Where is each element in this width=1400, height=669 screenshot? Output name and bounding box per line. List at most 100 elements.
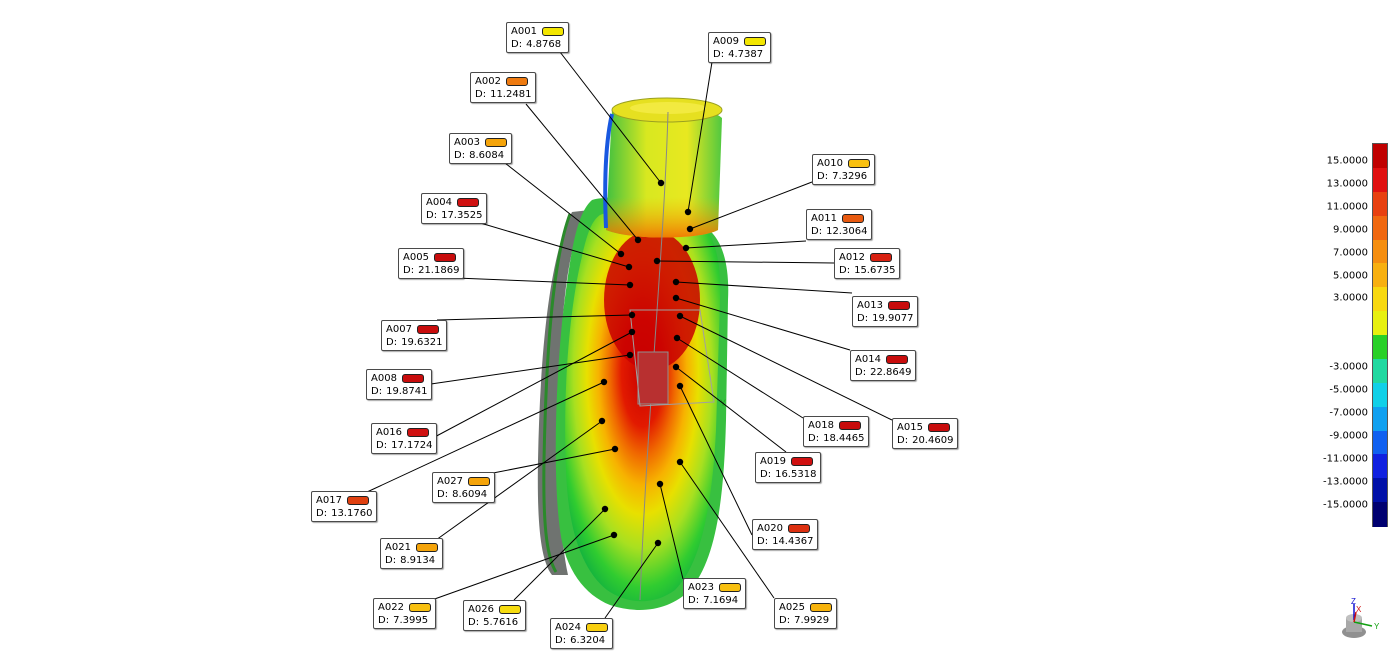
deviation-value: 4.8768 (526, 39, 562, 50)
measurement-point-a021[interactable] (598, 417, 606, 425)
callout-header: A002 (475, 75, 531, 88)
measurement-point-a019[interactable] (672, 363, 680, 371)
measurement-point-a002[interactable] (634, 236, 642, 244)
measurement-point-a005[interactable] (626, 281, 634, 289)
measurement-point-a018[interactable] (673, 334, 681, 342)
callout-deviation: D:13.1760 (316, 507, 372, 520)
measurement-point-a011[interactable] (682, 244, 690, 252)
legend-tick-label: 15.0000 (1326, 155, 1368, 167)
callout-deviation: D:19.8741 (371, 385, 427, 398)
measurement-point-a013[interactable] (672, 278, 680, 286)
deviation-prefix: D: (713, 49, 725, 60)
legend-tick-label: 3.0000 (1333, 292, 1368, 304)
callout-id: A005 (403, 252, 429, 263)
measurement-point-a017[interactable] (600, 378, 608, 386)
axis-triad[interactable]: Z Y X (1334, 598, 1384, 648)
measurement-point-a004[interactable] (625, 263, 633, 271)
callout-color-swatch (498, 605, 521, 614)
deviation-prefix: D: (779, 615, 791, 626)
measurement-point-a003[interactable] (617, 250, 625, 258)
measurement-point-a012[interactable] (653, 257, 661, 265)
legend-color-segment (1373, 406, 1387, 431)
deviation-value: 14.4367 (772, 536, 814, 547)
callout-header: A020 (757, 522, 813, 535)
leader-line-a013 (675, 281, 853, 294)
leader-line-a009 (687, 61, 713, 213)
deviation-prefix: D: (757, 536, 769, 547)
measurement-point-a015[interactable] (676, 312, 684, 320)
measurement-point-a014[interactable] (672, 294, 680, 302)
measurement-point-a024[interactable] (654, 539, 662, 547)
measurement-point-a026[interactable] (601, 505, 609, 513)
callout-id: A007 (386, 324, 412, 335)
deviation-prefix: D: (371, 386, 383, 397)
deviation-prefix: D: (511, 39, 523, 50)
measurement-point-a009[interactable] (684, 208, 692, 216)
triad-y-axis (1353, 621, 1373, 627)
triad-z-label: Z (1351, 598, 1356, 606)
measurement-point-a007[interactable] (628, 311, 636, 319)
legend-tick-label: 13.0000 (1326, 178, 1368, 190)
deviation-value: 7.9929 (794, 615, 830, 626)
measurement-point-a027[interactable] (611, 445, 619, 453)
measurement-point-a010[interactable] (686, 225, 694, 233)
callout-deviation: D:11.2481 (475, 88, 531, 101)
callout-deviation: D:20.4609 (897, 434, 953, 447)
legend-color-segment (1373, 358, 1387, 384)
legend-color-segment (1373, 454, 1387, 479)
deviation-value: 7.3296 (832, 171, 868, 182)
deviation-prefix: D: (555, 635, 567, 646)
callout-deviation: D:17.1724 (376, 439, 432, 452)
callout-color-swatch (841, 214, 864, 223)
callout-color-swatch (790, 457, 813, 466)
measurement-point-a022[interactable] (610, 531, 618, 539)
deviation-value: 22.8649 (870, 367, 912, 378)
measurement-point-a025[interactable] (676, 458, 684, 466)
legend-tick-label: -9.0000 (1329, 430, 1368, 442)
deviation-value: 21.1869 (418, 265, 460, 276)
measurement-point-a001[interactable] (657, 179, 665, 187)
callout-id: A002 (475, 76, 501, 87)
callout-header: A013 (857, 299, 913, 312)
measurement-point-a020[interactable] (676, 382, 684, 390)
measurement-point-a016[interactable] (628, 328, 636, 336)
leader-line-a021 (435, 420, 603, 541)
callout-deviation: D:19.9077 (857, 312, 913, 325)
deviation-value: 19.9077 (872, 313, 914, 324)
leader-line-a007 (436, 314, 633, 321)
measurement-point-a008[interactable] (626, 351, 634, 359)
triad-x-label: X (1356, 605, 1362, 614)
deviation-prefix: D: (817, 171, 829, 182)
measurement-point-a023[interactable] (656, 480, 664, 488)
deviation-prefix: D: (454, 150, 466, 161)
part-neck-blue-edge (603, 113, 614, 229)
deviation-prefix: D: (403, 265, 415, 276)
